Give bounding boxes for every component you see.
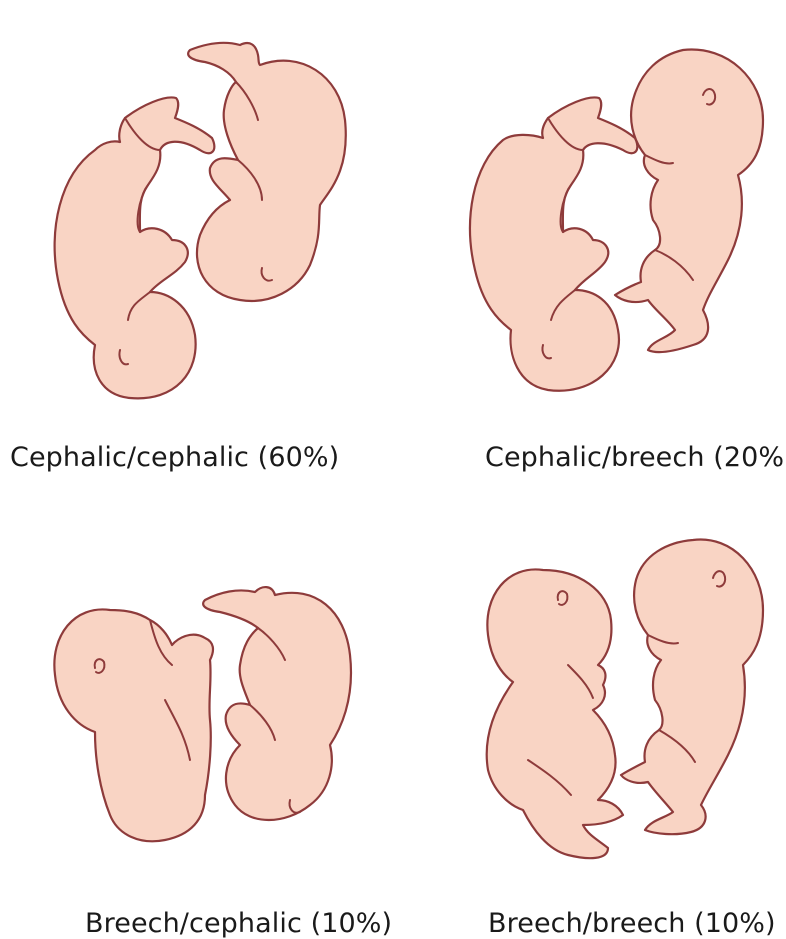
fetus-left-cephalic	[470, 97, 637, 390]
twins-illustration-cephalic-breech	[393, 0, 786, 470]
caption-cephalic-breech: Cephalic/breech (20%)	[485, 442, 786, 473]
fetus-right-cephalic	[188, 43, 346, 301]
panel-breech-breech: Breech/breech (10%)	[393, 470, 786, 939]
caption-breech-breech: Breech/breech (10%)	[488, 908, 776, 939]
fetus-right-breech	[621, 540, 763, 835]
twins-illustration-cephalic-cephalic	[0, 0, 393, 470]
panel-cephalic-cephalic: Cephalic/cephalic (60%)	[0, 0, 393, 470]
twins-illustration-breech-breech	[393, 470, 786, 939]
fetus-left-breech	[54, 609, 213, 841]
caption-breech-cephalic: Breech/cephalic (10%)	[85, 908, 392, 939]
panel-breech-cephalic: Breech/cephalic (10%)	[0, 470, 393, 939]
fetus-left-cephalic	[55, 97, 215, 398]
fetus-left-breech	[487, 569, 623, 858]
fetus-right-cephalic	[203, 587, 351, 820]
caption-cephalic-cephalic: Cephalic/cephalic (60%)	[10, 442, 339, 473]
fetus-right-breech	[615, 50, 763, 353]
panel-cephalic-breech: Cephalic/breech (20%)	[393, 0, 786, 470]
twins-illustration-breech-cephalic	[0, 470, 393, 939]
